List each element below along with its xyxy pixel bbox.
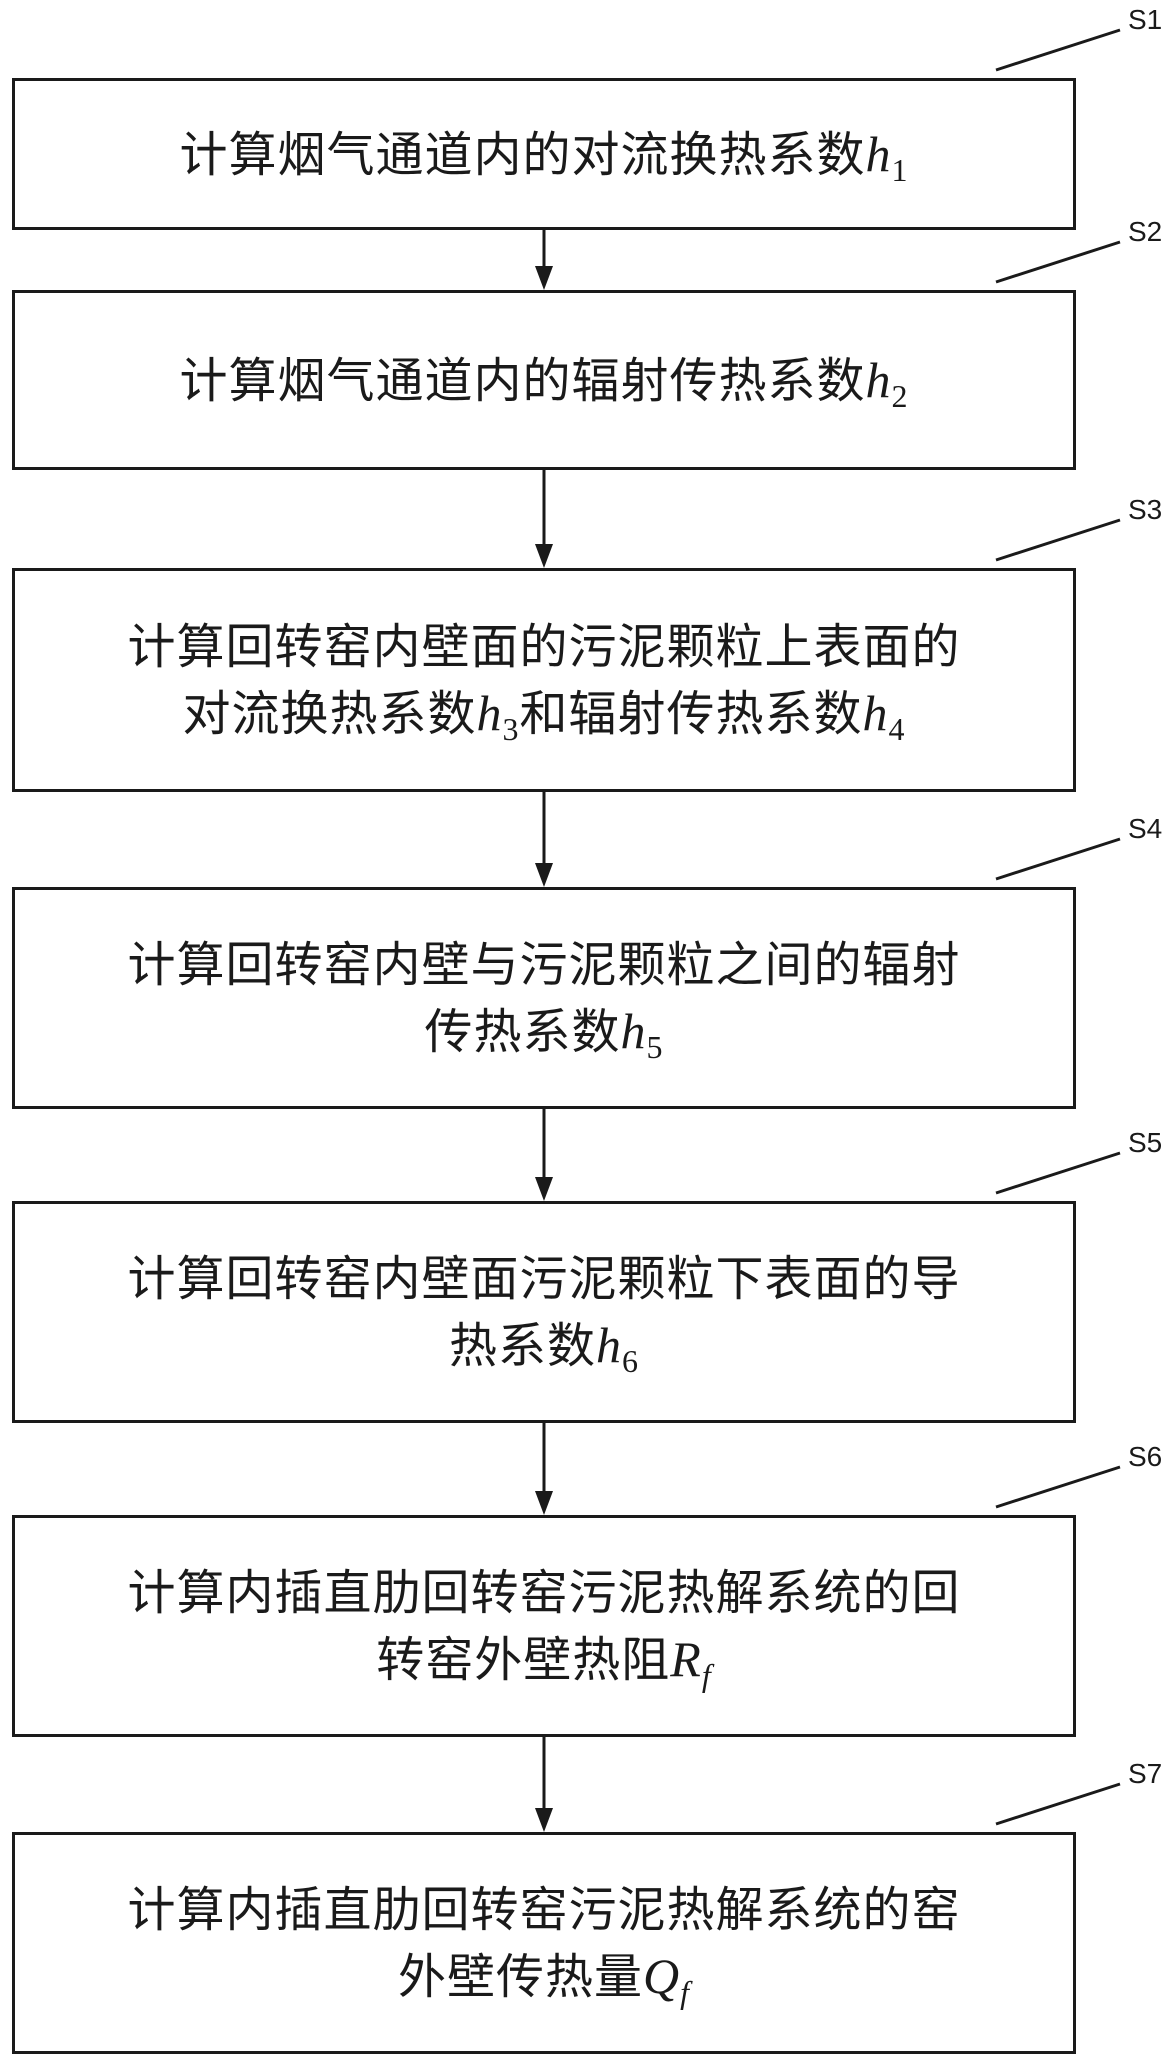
- step-label-s6: S6: [1128, 1441, 1163, 1472]
- step-text-line: 热系数h6: [449, 1312, 639, 1379]
- step-text: 和辐射传热系数: [519, 685, 863, 742]
- variable-symbol: h: [596, 1316, 622, 1373]
- step-box-s7: 计算内插直肋回转窑污泥热解系统的窑外壁传热量Qf: [12, 1832, 1076, 2054]
- step-text: 计算烟气通道内的辐射传热系数: [179, 352, 866, 409]
- variable-subscript: f: [701, 1656, 712, 1693]
- step-box-s3: 计算回转窑内壁面的污泥颗粒上表面的对流换热系数h3和辐射传热系数h4: [12, 568, 1076, 792]
- step-text-line: 传热系数h5: [424, 998, 663, 1065]
- step-text: 计算内插直肋回转窑污泥热解系统的回: [127, 1564, 961, 1621]
- leader-line-s2: [995, 240, 1121, 284]
- step-text: 计算烟气通道内的对流换热系数: [179, 126, 866, 183]
- step-text-line: 计算烟气通道内的对流换热系数h1: [179, 121, 908, 188]
- variable-subscript: 3: [502, 710, 520, 747]
- step-text-line: 计算回转窑内壁与污泥颗粒之间的辐射: [127, 932, 960, 998]
- variable-symbol: h: [476, 684, 503, 741]
- arrow-head-2: [535, 544, 553, 568]
- step-text: 计算回转窑内壁与污泥颗粒之间的辐射: [127, 936, 961, 993]
- step-box-s5: 计算回转窑内壁面污泥颗粒下表面的导热系数h6: [12, 1201, 1076, 1423]
- step-text: 对流换热系数: [182, 685, 477, 742]
- step-label-s5: S5: [1128, 1127, 1163, 1158]
- variable-symbol: h: [862, 684, 889, 741]
- step-label-s1: S1: [1128, 4, 1163, 35]
- step-box-s2: 计算烟气通道内的辐射传热系数h2: [12, 290, 1076, 470]
- step-text-line: 计算烟气通道内的辐射传热系数h2: [179, 347, 908, 414]
- step-text-line: 计算回转窑内壁面的污泥颗粒上表面的: [127, 614, 960, 680]
- variable-symbol: h: [620, 1002, 647, 1059]
- step-text: 热系数: [448, 1317, 596, 1374]
- step-text: 传热系数: [424, 1003, 621, 1060]
- step-text-line: 计算内插直肋回转窑污泥热解系统的窑: [127, 1877, 960, 1943]
- step-text-line: 外壁传热量Qf: [398, 1943, 690, 2010]
- step-text: 转窑外壁热阻: [376, 1631, 671, 1688]
- step-label-s2: S2: [1128, 216, 1163, 247]
- step-text: 外壁传热量: [397, 1948, 643, 2005]
- arrow-head-6: [535, 1808, 553, 1832]
- arrow-head-3: [535, 863, 553, 887]
- leader-line-s5: [995, 1151, 1121, 1195]
- step-box-s6: 计算内插直肋回转窑污泥热解系统的回转窑外壁热阻Rf: [12, 1515, 1076, 1737]
- step-box-s1: 计算烟气通道内的对流换热系数h1: [12, 78, 1076, 230]
- variable-symbol: h: [865, 125, 892, 182]
- step-text-line: 计算回转窑内壁面污泥颗粒下表面的导: [127, 1246, 960, 1312]
- variable-symbol: R: [670, 1630, 702, 1687]
- variable-subscript: 1: [891, 151, 909, 188]
- step-box-s4: 计算回转窑内壁与污泥颗粒之间的辐射传热系数h5: [12, 887, 1076, 1109]
- step-text-line: 对流换热系数h3和辐射传热系数h4: [182, 680, 905, 747]
- variable-subscript: f: [680, 1973, 690, 2010]
- leader-line-s7: [995, 1782, 1121, 1826]
- step-text: 计算回转窑内壁面污泥颗粒下表面的导: [127, 1250, 961, 1307]
- variable-subscript: 6: [622, 1342, 639, 1379]
- step-text: 计算内插直肋回转窑污泥热解系统的窑: [127, 1881, 961, 1938]
- variable-symbol: h: [865, 351, 892, 408]
- variable-symbol: Q: [643, 1947, 681, 2004]
- step-label-s7: S7: [1128, 1758, 1163, 1789]
- variable-subscript: 5: [646, 1028, 664, 1065]
- arrow-head-1: [535, 266, 553, 290]
- leader-line-s3: [995, 518, 1121, 562]
- step-label-s3: S3: [1128, 494, 1163, 525]
- step-text-line: 转窑外壁热阻Rf: [376, 1626, 711, 1693]
- step-text-line: 计算内插直肋回转窑污泥热解系统的回: [127, 1560, 960, 1626]
- step-label-s4: S4: [1128, 813, 1163, 844]
- leader-line-s4: [995, 837, 1121, 881]
- variable-subscript: 4: [888, 710, 906, 747]
- arrow-head-5: [535, 1491, 553, 1515]
- leader-line-s6: [995, 1465, 1121, 1509]
- arrow-head-4: [535, 1177, 553, 1201]
- step-text: 计算回转窑内壁面的污泥颗粒上表面的: [127, 618, 961, 675]
- variable-subscript: 2: [891, 377, 909, 414]
- leader-line-s1: [995, 28, 1121, 72]
